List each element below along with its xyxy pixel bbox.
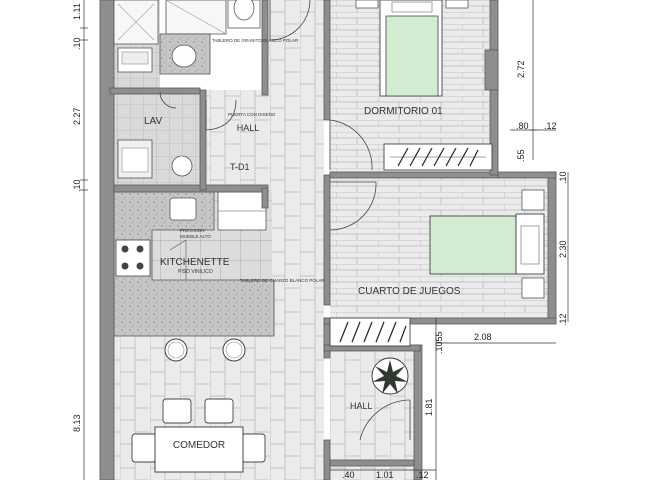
dim-mid-b: .10 <box>434 341 444 354</box>
dim-left-top: 1.11 <box>72 3 82 20</box>
note-door-tag: T-D1 <box>230 162 250 172</box>
dim-hall-h: 1.81 <box>424 398 434 416</box>
dim-right-b: .80 <box>516 121 529 131</box>
walls <box>99 0 557 480</box>
note-mirror: PUERTA CON DISEÑO <box>228 111 276 117</box>
label-comedor: COMEDOR <box>173 440 225 451</box>
label-hall-top: HALL <box>237 123 260 133</box>
note-kitchen-2: MUEBLE ALTO <box>180 234 211 239</box>
dim-right-f: 2.30 <box>558 240 568 258</box>
playroom-furniture <box>329 181 545 347</box>
dim-right-g: .12 <box>558 313 568 326</box>
dim-mid-c: 2.08 <box>474 332 492 342</box>
label-kitchen-floor: PISO VINILICO <box>178 269 213 275</box>
label-lav: LAV <box>144 116 162 127</box>
label-dormitorio: DORMITORIO 01 <box>364 106 443 117</box>
dim-left-c: .10 <box>72 179 82 192</box>
dim-bottom-b: 1.01 <box>376 470 394 480</box>
dim-right-d: .55 <box>516 149 526 162</box>
dim-right-a: 2.72 <box>516 60 526 78</box>
kitchen-counters <box>113 191 275 337</box>
hall-fixtures <box>359 357 411 441</box>
dim-right-c: .12 <box>544 121 557 131</box>
kitchen-appliances <box>115 197 197 280</box>
label-kitchenette: KITCHENETTE <box>160 257 230 268</box>
note-kitchen-counter: TABLERO DE CUARZO BLANCO POLAR <box>240 278 325 283</box>
note-kitchen-1: PREVISION <box>180 228 205 233</box>
label-hall-bottom: HALL <box>350 401 373 411</box>
room-labels: LAV HALL DORMITORIO 01 KITCHENETTE PISO … <box>144 106 461 451</box>
dim-bottom-a: .40 <box>342 470 355 480</box>
dim-right-e: .10 <box>558 171 568 184</box>
bedroom-furniture <box>329 0 493 171</box>
bathroom <box>113 0 311 179</box>
dim-left-d: 8.13 <box>72 414 82 432</box>
dim-bottom-c: .12 <box>416 470 429 480</box>
note-bath-counter: TABLERO DE GRANITO BLANCO POLAR <box>212 38 299 43</box>
dim-mid-a: .55 <box>434 331 444 344</box>
dim-left-b: 2.27 <box>72 107 82 125</box>
annotations: TABLERO DE GRANITO BLANCO POLAR PUERTA C… <box>180 38 325 283</box>
dining-furniture <box>131 338 266 473</box>
label-cuarto-juegos: CUARTO DE JUEGOS <box>358 286 461 297</box>
dimension-lines: 1.11 .10 2.27 .10 8.13 2.72 .80 .12 .55 … <box>72 0 569 480</box>
dim-left-a: .10 <box>72 37 82 50</box>
